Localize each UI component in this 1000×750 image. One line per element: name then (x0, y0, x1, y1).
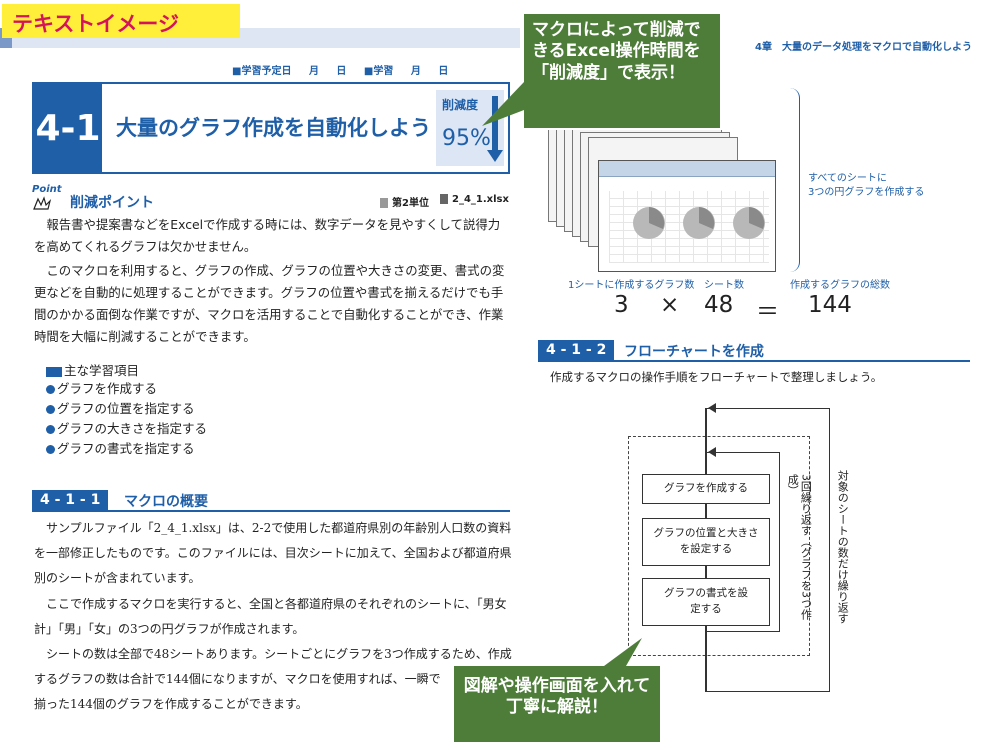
schedule-label: ■学習予定日 (232, 66, 292, 77)
flow-step-position-size: グラフの位置と大きさを設定する (642, 518, 770, 566)
equals-sign: ＝ (756, 299, 779, 325)
list-item: グラフの位置を指定する (46, 398, 195, 417)
hand-icon (33, 196, 52, 210)
bullet-icon (46, 385, 55, 394)
value-total-graphs: 144 (808, 292, 852, 318)
note-line-1: すべてのシートに (808, 173, 887, 184)
overview-para-2: ここで作成するマクロを実行すると、全国と各都道府県のそれぞれのシートに、「男女計… (34, 596, 507, 636)
reduction-badge: 削減度 95% (436, 90, 504, 166)
section-number: 4-1 (34, 84, 102, 172)
flow-step-text: グラフの書式を設定する (664, 587, 748, 615)
paragraph-2: このマクロを利用すると、グラフの作成、グラフの位置や大きさの変更、書式の変更など… (34, 263, 505, 345)
flow-step-create: グラフを作成する (642, 474, 770, 504)
point-hand-icon: Point (32, 184, 62, 210)
sample-file: 2_4_1.xlsx (440, 194, 509, 205)
learning-heading: 主な学習項目 (46, 360, 139, 379)
learning-heading-text: 主な学習項目 (64, 363, 140, 378)
schedule-day-2: 日 (438, 66, 449, 77)
book-icon (380, 198, 388, 208)
down-arrow-icon (487, 96, 503, 162)
overview-para-3: シートの数は全部で48シートあります。シートごとにグラフを3つ作成するため、作成… (34, 646, 512, 687)
pie-chart-icon (633, 207, 665, 239)
list-item-text: グラフの大きさを指定する (57, 421, 208, 436)
list-item: グラフの大きさを指定する (46, 418, 207, 437)
arrow-left-icon (708, 447, 716, 457)
schedule-month-2: 月 (410, 66, 421, 77)
page-title: 大量のグラフ作成を自動化しよう (116, 116, 431, 140)
excel-sheet-screenshot (598, 160, 776, 272)
study-schedule: ■学習予定日 月 日 ■学習 月 日 (232, 62, 462, 77)
excel-ribbon (599, 161, 775, 177)
paragraph-1: 報告書や提案書などをExcelで作成する時には、数字データを見やすくして説得力を… (34, 217, 501, 255)
section-heading-number: 4 - 1 - 1 (32, 490, 109, 510)
unit-text: 第2単位 (392, 198, 429, 209)
point-title: 削減ポイント (70, 195, 154, 211)
list-item: グラフの書式を指定する (46, 438, 195, 457)
section-header: 4-1 大量のグラフ作成を自動化しよう 削減度 95% (32, 82, 510, 174)
unit-label: 第2単位 (380, 194, 429, 209)
value-graphs-per-sheet: 3 (614, 292, 629, 318)
section-heading-2: 4 - 1 - 2 フローチャートを作成 (538, 340, 970, 362)
reduction-label: 削減度 (442, 98, 479, 112)
value-sheet-count: 48 (704, 292, 734, 318)
schedule-month: 月 (308, 66, 319, 77)
list-item-text: グラフの位置を指定する (57, 401, 195, 416)
schedule-label-2: ■学習 (363, 66, 394, 77)
file-name: 2_4_1.xlsx (452, 194, 509, 205)
file-icon (440, 194, 448, 204)
callout-illustration: 図解や操作画面を入れて丁寧に解説！ (452, 664, 662, 744)
section-heading-number: 4 - 1 - 2 (538, 340, 615, 360)
callout-pointer (604, 638, 642, 666)
inner-loop-line (706, 452, 780, 632)
section-heading-1: 4 - 1 - 1 マクロの概要 (32, 490, 510, 512)
section-heading-title: マクロの概要 (124, 494, 208, 510)
chapter-title: 4章 大量のデータ処理をマクロで自動化しよう (755, 42, 972, 53)
bullet-icon (46, 405, 55, 414)
arrow-left-icon (708, 403, 716, 413)
bullet-icon (46, 445, 55, 454)
flow-step-text: グラフの位置と大きさを設定する (653, 527, 759, 555)
note-line-2: 3つの円グラフを作成する (808, 187, 925, 198)
label-total-graphs: 作成するグラフの総数 (790, 280, 890, 291)
flowchart-intro: 作成するマクロの操作手順をフローチャートで整理しましょう。 (550, 370, 883, 384)
outer-loop-line (706, 408, 830, 692)
overview-para-1: サンプルファイル「2_4_1.xlsx」は、2-2で使用した都道府県別の年齢別人… (34, 521, 512, 586)
loop-dashed-frame (628, 436, 810, 656)
times-sign: × (660, 292, 680, 318)
reduction-value: 95% (442, 126, 491, 151)
outer-loop-label: 対象のシートの数だけ繰り返す (836, 470, 850, 624)
flow-step-format: グラフの書式を設定する (642, 578, 770, 626)
list-item-text: グラフを作成する (57, 381, 158, 396)
label-sheet-count: シート数 (704, 280, 744, 291)
schedule-day: 日 (336, 66, 347, 77)
bracket (786, 88, 800, 272)
overview-text: サンプルファイル「2_4_1.xlsx」は、2-2で使用した都道府県別の年齢別人… (34, 516, 512, 718)
callout-reduction: マクロによって削減できるExcel操作時間を「削減度」で表示！ (522, 12, 722, 130)
label-graphs-per-sheet: 1シートに作成するグラフ数 (568, 280, 695, 291)
all-sheets-note: すべてのシートに 3つの円グラフを作成する (808, 172, 924, 200)
overview-para-4: 揃った144個のグラフを作成することができます。 (34, 697, 308, 712)
section-heading-title: フローチャートを作成 (624, 344, 764, 360)
text-image-tag: テキストイメージ (2, 4, 240, 38)
square-bullet-icon (46, 366, 62, 377)
callout-pointer (482, 82, 524, 126)
list-item: グラフを作成する (46, 378, 157, 397)
inner-loop-label: 3回繰り返す（グラフを3つ作成） (786, 474, 813, 620)
point-icon-label: Point (32, 184, 62, 195)
bullet-icon (46, 425, 55, 434)
pie-chart-icon (733, 207, 765, 239)
list-item-text: グラフの書式を指定する (57, 441, 195, 456)
pie-chart-icon (683, 207, 715, 239)
